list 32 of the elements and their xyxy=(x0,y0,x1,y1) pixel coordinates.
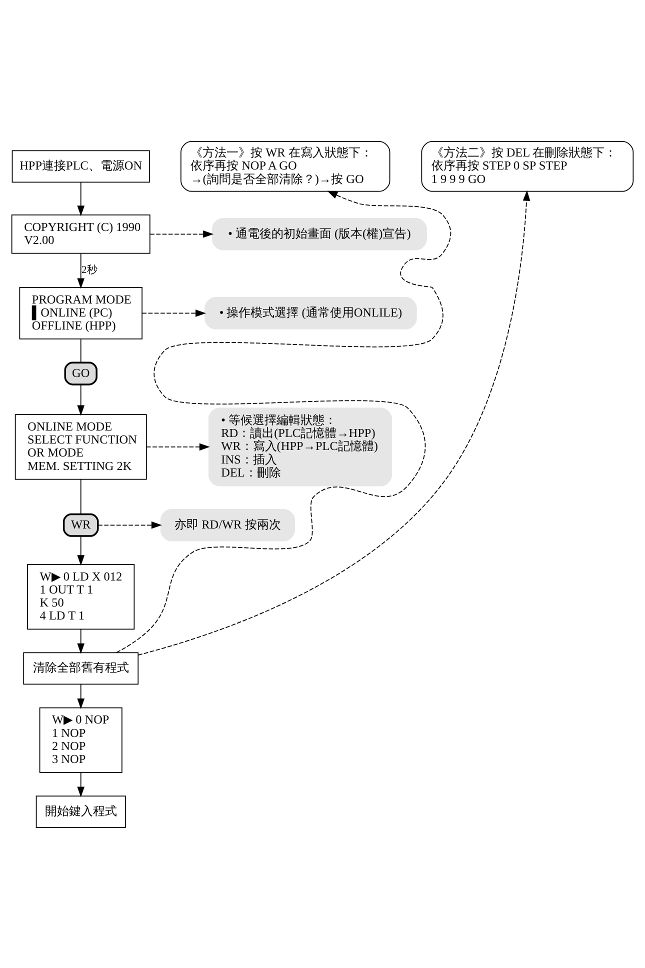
node-box: 《方法一》按 WR 在寫入狀態下： 依序再按 NOP A GO →(詢問是否全部清除？)→按 GO xyxy=(180,140,390,192)
node-box: COPYRIGHT (C) 1990 V2.00 xyxy=(11,214,150,254)
node-box: • 操作模式選擇 (通常使用ONLILE) xyxy=(204,296,417,329)
node-box: 開始鍵入程式 xyxy=(36,795,126,828)
arrow xyxy=(98,520,162,528)
arrow xyxy=(77,384,85,416)
arrow xyxy=(116,190,452,653)
node-box: W▶ 0 NOP 1 NOP 2 NOP 3 NOP xyxy=(39,706,122,772)
arrow xyxy=(77,535,85,566)
arrow xyxy=(77,628,85,654)
node-box: • 通電後的初始畫面 (版本(權)宣告) xyxy=(212,217,427,250)
node-box: 清除全部舊有程式 xyxy=(23,652,139,684)
arrow xyxy=(77,181,85,216)
arrow xyxy=(150,230,214,238)
connector xyxy=(80,338,82,362)
arrow xyxy=(77,772,85,797)
node-box: W▶ 0 LD X 012 1 OUT T 1 K 50 4 LD T 1 xyxy=(27,564,135,630)
arrow xyxy=(146,442,210,450)
connector xyxy=(80,478,82,514)
node-box: WR xyxy=(62,512,99,536)
arrow xyxy=(77,252,85,288)
node-box: ONLINE MODE SELECT FUNCTION OR MODE MEM. SETTING 2K xyxy=(14,414,147,480)
arrow xyxy=(138,190,530,655)
arrow xyxy=(142,309,206,316)
node-box: • 等候選擇編輯狀態： RD：讀出(PLC記憶體→HPP) WR：寫入(HPP→PLC記憶體) INS：插入 DEL：刪除 xyxy=(208,407,392,486)
arrow xyxy=(77,684,85,709)
node-box: 《方法二》按 DEL 在刪除狀態下： 依序再按 STEP 0 SP STEP 1 9 9 9 GO xyxy=(421,140,634,192)
node-box: 亦即 RD/WR 按兩次 xyxy=(160,508,295,541)
node-box: HPP連接PLC、電源ON xyxy=(12,150,150,182)
edge-label: 2秒 xyxy=(82,264,97,276)
node-box: GO xyxy=(64,361,98,385)
node-box: PROGRAM MODE ▌ONLINE (PC) OFFLINE (HPP) xyxy=(19,286,142,339)
